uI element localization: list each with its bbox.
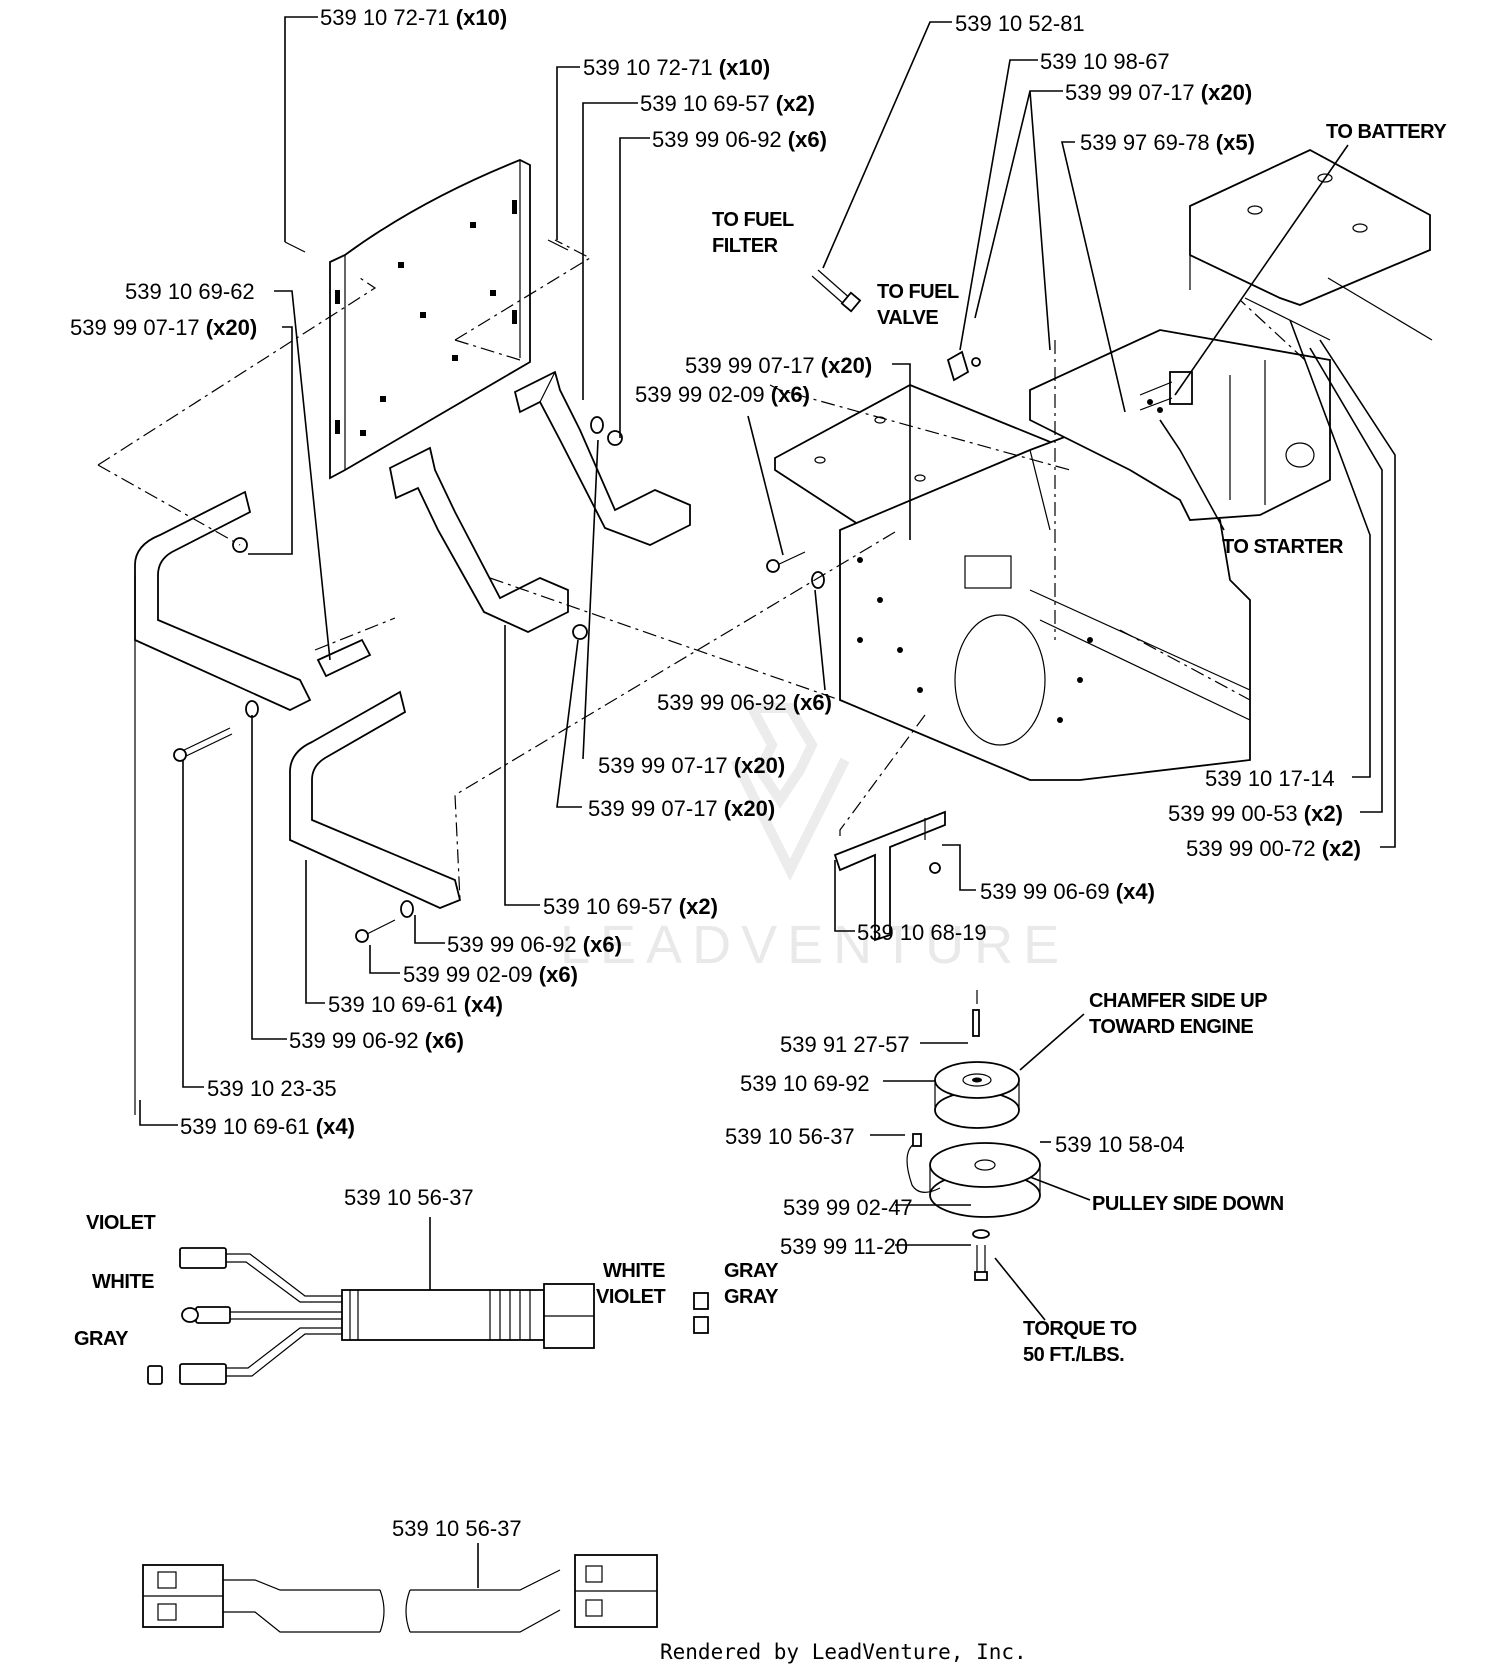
callout-539-10-72-71: 539 10 72-71 (x10) bbox=[583, 55, 770, 80]
bumper-bar-rear bbox=[134, 490, 312, 1115]
wire-color-labels: VIOLET WHITE GRAY WHITE VIOLET GRAY GRAY bbox=[74, 1212, 780, 1350]
callout-539-91-27-57: 539 91 27-57 bbox=[780, 1032, 910, 1057]
callout-539-99-07-17: 539 99 07-17 (x20) bbox=[588, 796, 775, 821]
wire-harness-lower bbox=[142, 1554, 658, 1633]
render-credit: Rendered by LeadVenture, Inc. bbox=[660, 1640, 1027, 1664]
wire-label-violet-right: VIOLET bbox=[596, 1286, 666, 1308]
callout-539-99-07-17: 539 99 07-17 (x20) bbox=[598, 753, 785, 778]
note-pulley-side-down: PULLEY SIDE DOWN bbox=[1092, 1193, 1284, 1215]
side-shield-plate bbox=[329, 159, 531, 480]
callout-539-10-72-71: 539 10 72-71 (x10) bbox=[320, 5, 507, 30]
wire-label-white: WHITE bbox=[92, 1271, 154, 1293]
callout-539-99-06-92: 539 99 06-92 (x6) bbox=[652, 127, 827, 152]
note-torque: TORQUE TO 50 FT./LBS. bbox=[1023, 1318, 1142, 1366]
note-chamfer-side-up: CHAMFER SIDE UP TOWARD ENGINE bbox=[1089, 990, 1272, 1038]
callout-539-99-07-17: 539 99 07-17 (x20) bbox=[685, 353, 872, 378]
callout-539-10-56-37: 539 10 56-37 bbox=[344, 1185, 474, 1210]
callout-539-99-02-09: 539 99 02-09 (x6) bbox=[403, 962, 578, 987]
note-to-fuel-valve: TO FUEL VALVE bbox=[877, 281, 963, 329]
assembly-notes: TO FUEL FILTER TO FUEL VALVE TO BATTERY … bbox=[712, 121, 1448, 1366]
callout-539-99-06-92: 539 99 06-92 (x6) bbox=[447, 932, 622, 957]
wire-label-gray-right-2: GRAY bbox=[724, 1286, 779, 1308]
clutch-bolt bbox=[974, 1245, 988, 1281]
callout-539-99-02-09: 539 99 02-09 (x6) bbox=[635, 382, 810, 407]
callout-539-10-56-37: 539 10 56-37 bbox=[392, 1516, 522, 1541]
bracket-left-lower bbox=[388, 446, 569, 633]
callout-539-10-98-67: 539 10 98-67 bbox=[1040, 49, 1170, 74]
wire-label-white-right: WHITE bbox=[603, 1260, 665, 1282]
spacer-tube bbox=[316, 638, 372, 678]
assembly-lines bbox=[97, 239, 1306, 1010]
bracket-left-upper bbox=[513, 370, 691, 546]
clutch-pulley bbox=[934, 1061, 1020, 1129]
clutch-washer bbox=[972, 1229, 990, 1239]
wire-label-gray-right-1: GRAY bbox=[724, 1260, 779, 1282]
callout-539-99-06-69: 539 99 06-69 (x4) bbox=[980, 879, 1155, 904]
callout-539-10-58-04: 539 10 58-04 bbox=[1055, 1132, 1185, 1157]
note-to-fuel-filter: TO FUEL FILTER bbox=[712, 209, 798, 257]
callout-539-10-23-35: 539 10 23-35 bbox=[207, 1076, 337, 1101]
callout-539-10-17-14: 539 10 17-14 bbox=[1205, 766, 1335, 791]
callout-539-10-69-61: 539 10 69-61 (x4) bbox=[180, 1114, 355, 1139]
watermark: LEADVENTURE bbox=[560, 703, 1069, 975]
battery-box-frame bbox=[1029, 297, 1331, 521]
callout-labels: 539 10 72-71 (x10) 539 10 72-71 (x10) 53… bbox=[70, 5, 1361, 1541]
watermark-logo-icon bbox=[730, 703, 850, 882]
callout-539-10-56-37: 539 10 56-37 bbox=[725, 1124, 855, 1149]
wire-label-gray: GRAY bbox=[74, 1328, 129, 1350]
note-to-battery: TO BATTERY bbox=[1326, 121, 1447, 143]
note-to-starter: TO STARTER bbox=[1222, 536, 1344, 558]
callout-539-99-00-72: 539 99 00-72 (x2) bbox=[1186, 836, 1361, 861]
seat-deck-panel bbox=[1189, 148, 1433, 341]
callout-539-99-07-17: 539 99 07-17 (x20) bbox=[70, 315, 257, 340]
callout-539-10-69-57: 539 10 69-57 (x2) bbox=[640, 91, 815, 116]
wire-harness-upper bbox=[147, 1247, 709, 1385]
callout-539-99-06-92: 539 99 06-92 (x6) bbox=[657, 690, 832, 715]
wire-label-violet: VIOLET bbox=[86, 1212, 156, 1234]
support-bracket-lower bbox=[833, 810, 946, 942]
callout-539-10-69-61: 539 10 69-61 (x4) bbox=[328, 992, 503, 1017]
callout-539-99-02-47: 539 99 02-47 bbox=[783, 1195, 913, 1220]
bolt-long bbox=[173, 727, 233, 762]
starter-solenoid bbox=[1139, 371, 1193, 413]
callout-539-99-06-92: 539 99 06-92 (x6) bbox=[289, 1028, 464, 1053]
callout-539-10-69-62: 539 10 69-62 bbox=[125, 279, 255, 304]
electric-clutch bbox=[906, 1133, 1041, 1218]
bolt-short bbox=[284, 239, 806, 943]
callout-539-10-69-57: 539 10 69-57 (x2) bbox=[543, 894, 718, 919]
leader-lines bbox=[139, 16, 1396, 1588]
watermark-text: LEADVENTURE bbox=[560, 915, 1069, 975]
callout-539-99-11-20: 539 99 11-20 bbox=[780, 1234, 908, 1259]
callout-539-10-69-92: 539 10 69-92 bbox=[740, 1071, 870, 1096]
callout-539-97-69-78: 539 97 69-78 (x5) bbox=[1080, 130, 1255, 155]
bumper-bar-front bbox=[289, 690, 462, 909]
callout-539-99-07-17: 539 99 07-17 (x20) bbox=[1065, 80, 1252, 105]
fuel-line-fitting bbox=[811, 269, 862, 313]
callout-539-10-52-81: 539 10 52-81 bbox=[955, 11, 1085, 36]
clutch-key bbox=[972, 1009, 980, 1037]
callout-539-10-68-19: 539 10 68-19 bbox=[857, 920, 987, 945]
clamp-bracket bbox=[946, 350, 981, 382]
callout-539-99-00-53: 539 99 00-53 (x2) bbox=[1168, 801, 1343, 826]
